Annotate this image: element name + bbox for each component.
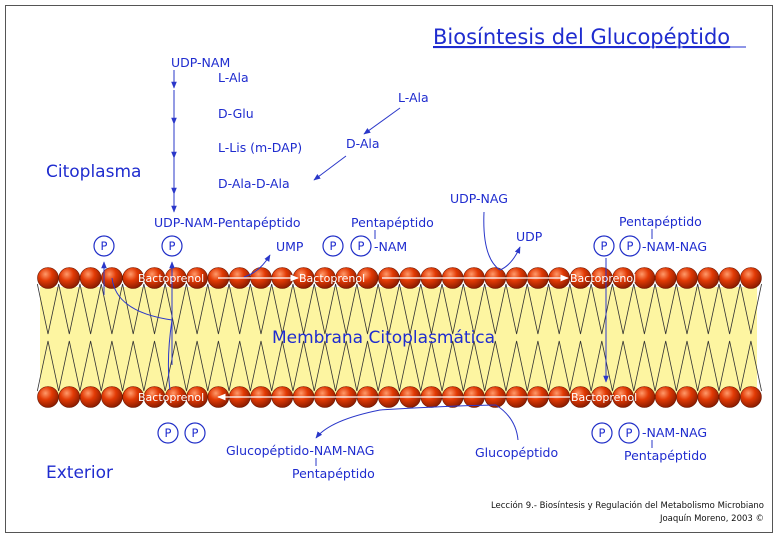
d-ala-d-ala-label: D-Ala-D-Ala	[218, 176, 290, 191]
arrow-glucopeptide	[495, 404, 519, 441]
lipid-head-icon	[612, 267, 634, 289]
phosphate-text: P	[601, 239, 608, 253]
pentapeptide-label-1: Pentapéptido	[351, 215, 434, 230]
pentapeptide-label-2: Pentapéptido	[619, 214, 702, 229]
lipid-tails	[36, 283, 762, 392]
cytoplasm-label: Citoplasma	[46, 162, 141, 182]
lipid-heads-top	[37, 267, 762, 289]
phosphate-text: P	[169, 239, 176, 253]
lipid-tails-upper	[36, 283, 762, 335]
lipid-head-icon	[165, 267, 187, 289]
lipid-head-icon	[122, 386, 144, 408]
lipid-head-icon	[165, 386, 187, 408]
exterior-label: Exterior	[46, 463, 113, 483]
lipid-tails-lower	[36, 340, 762, 392]
phosphate-icon	[93, 235, 115, 257]
phosphate-text: P	[330, 239, 337, 253]
phosphate-icon	[322, 235, 344, 257]
lipid-head-icon	[143, 386, 166, 408]
phosphate-icon	[350, 235, 372, 257]
phosphate-icon	[157, 422, 179, 444]
membrane-label: Membrana Citoplasmática	[272, 328, 495, 348]
pentapeptide-label-3: Pentapéptido	[292, 466, 375, 481]
arrow-l-ala-to-d-ala	[363, 107, 401, 135]
lipid-head-icon	[718, 386, 741, 408]
phosphate-text: P	[599, 426, 606, 440]
phosphate-text: P	[101, 239, 108, 253]
lipid-head-icon	[612, 386, 634, 408]
lipid-head-icon	[143, 267, 166, 289]
lipid-head-icon	[697, 267, 720, 289]
phosphate-groups: P P P P P P P P P P	[93, 235, 641, 444]
lipid-head-icon	[101, 386, 123, 408]
phosphate-icon	[618, 422, 640, 444]
ump-label: UMP	[276, 239, 304, 254]
phosphate-text: P	[626, 426, 633, 440]
lipid-head-icon	[697, 386, 720, 408]
udp-label: UDP	[516, 229, 543, 244]
phosphate-icon	[161, 235, 183, 257]
bactoprenol-label-3: Bactoprenol	[570, 272, 636, 285]
lipid-head-icon	[37, 267, 59, 289]
bactoprenol-label-2: Bactoprenol	[299, 272, 365, 285]
lipid-head-icon	[718, 267, 741, 289]
lipid-head-icon	[79, 267, 102, 289]
lipid-head-icon	[654, 267, 677, 289]
l-ala-racemase-label: L-Ala	[398, 90, 429, 105]
phosphate-text: P	[192, 426, 199, 440]
phosphate-icon	[591, 422, 613, 444]
nam-nag-top-label: -NAM-NAG	[642, 239, 707, 254]
phosphate-icon	[593, 235, 615, 257]
lipid-head-icon	[314, 267, 336, 289]
bactoprenol-label-5: Bactoprenol	[571, 391, 637, 404]
arrow-udp-nag-in	[483, 211, 501, 271]
glucopeptide-nam-nag-label: Glucopéptido-NAM-NAG	[226, 443, 374, 458]
lipid-head-icon	[101, 267, 123, 289]
phosphate-text: P	[627, 239, 634, 253]
arrow-ump-release	[243, 254, 271, 278]
phosphate-text: P	[165, 426, 172, 440]
udp-nam-pentapeptide-label: UDP-NAM-Pentapéptido	[154, 215, 301, 230]
pathway-arrows	[101, 70, 609, 441]
membrane-core	[40, 287, 757, 397]
udp-nam-label: UDP-NAM	[171, 55, 230, 70]
lipid-head-icon	[58, 267, 81, 289]
lipid-head-icon	[633, 267, 656, 289]
l-ala-label: L-Ala	[218, 70, 249, 85]
membrane-arrows	[217, 274, 570, 401]
udp-nag-label: UDP-NAG	[450, 191, 508, 206]
lipid-head-icon	[676, 386, 698, 408]
lipid-head-icon	[654, 386, 677, 408]
footer-author: Joaquín Moreno, 2003 ©	[659, 514, 764, 524]
lipid-head-icon	[58, 386, 81, 408]
arrow-transglycosylation	[315, 404, 497, 439]
bactoprenol-label-4: Bactoprenol	[138, 391, 204, 404]
arrow-d-ala-to-dipeptide	[313, 155, 347, 181]
l-lis-label: L-Lis (m-DAP)	[218, 140, 302, 155]
lipid-head-icon	[37, 386, 59, 408]
lipid-head-icon	[79, 386, 102, 408]
lipid-head-icon	[676, 267, 698, 289]
d-glu-label: D-Glu	[218, 106, 254, 121]
arrow-udp-release	[499, 246, 521, 271]
footer-lesson: Lección 9.- Biosíntesis y Regulación del…	[491, 500, 764, 511]
phosphate-icon	[184, 422, 206, 444]
nam-nag-bottom-label: -NAM-NAG	[642, 425, 707, 440]
lipid-head-icon	[740, 267, 762, 289]
bactoprenol-label-1: Bactoprenol	[138, 272, 204, 285]
d-ala-label: D-Ala	[346, 136, 380, 151]
phosphate-icon	[619, 235, 641, 257]
lipid-head-icon	[740, 386, 762, 408]
phosphate-text: P	[358, 239, 365, 253]
lipid-head-icon	[122, 267, 144, 289]
nam-label: -NAM	[374, 239, 407, 254]
glucopeptide-label: Glucopéptido	[475, 445, 558, 460]
pentapeptide-label-4: Pentapéptido	[624, 448, 707, 463]
page-title: Biosíntesis del Glucopéptido	[433, 25, 730, 49]
